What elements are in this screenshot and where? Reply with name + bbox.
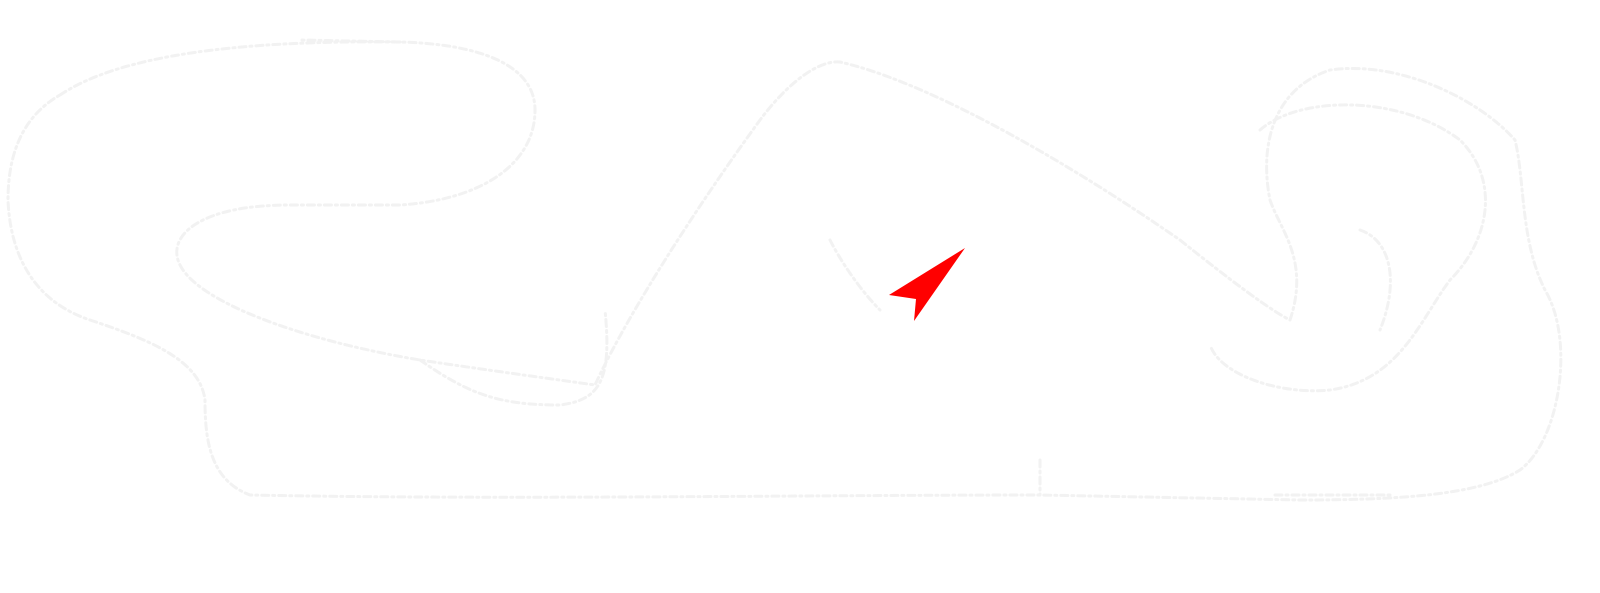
track-outline-inner (298, 38, 1487, 497)
navigation-arrow-icon (889, 248, 965, 321)
track-outline-outer (6, 40, 1563, 502)
